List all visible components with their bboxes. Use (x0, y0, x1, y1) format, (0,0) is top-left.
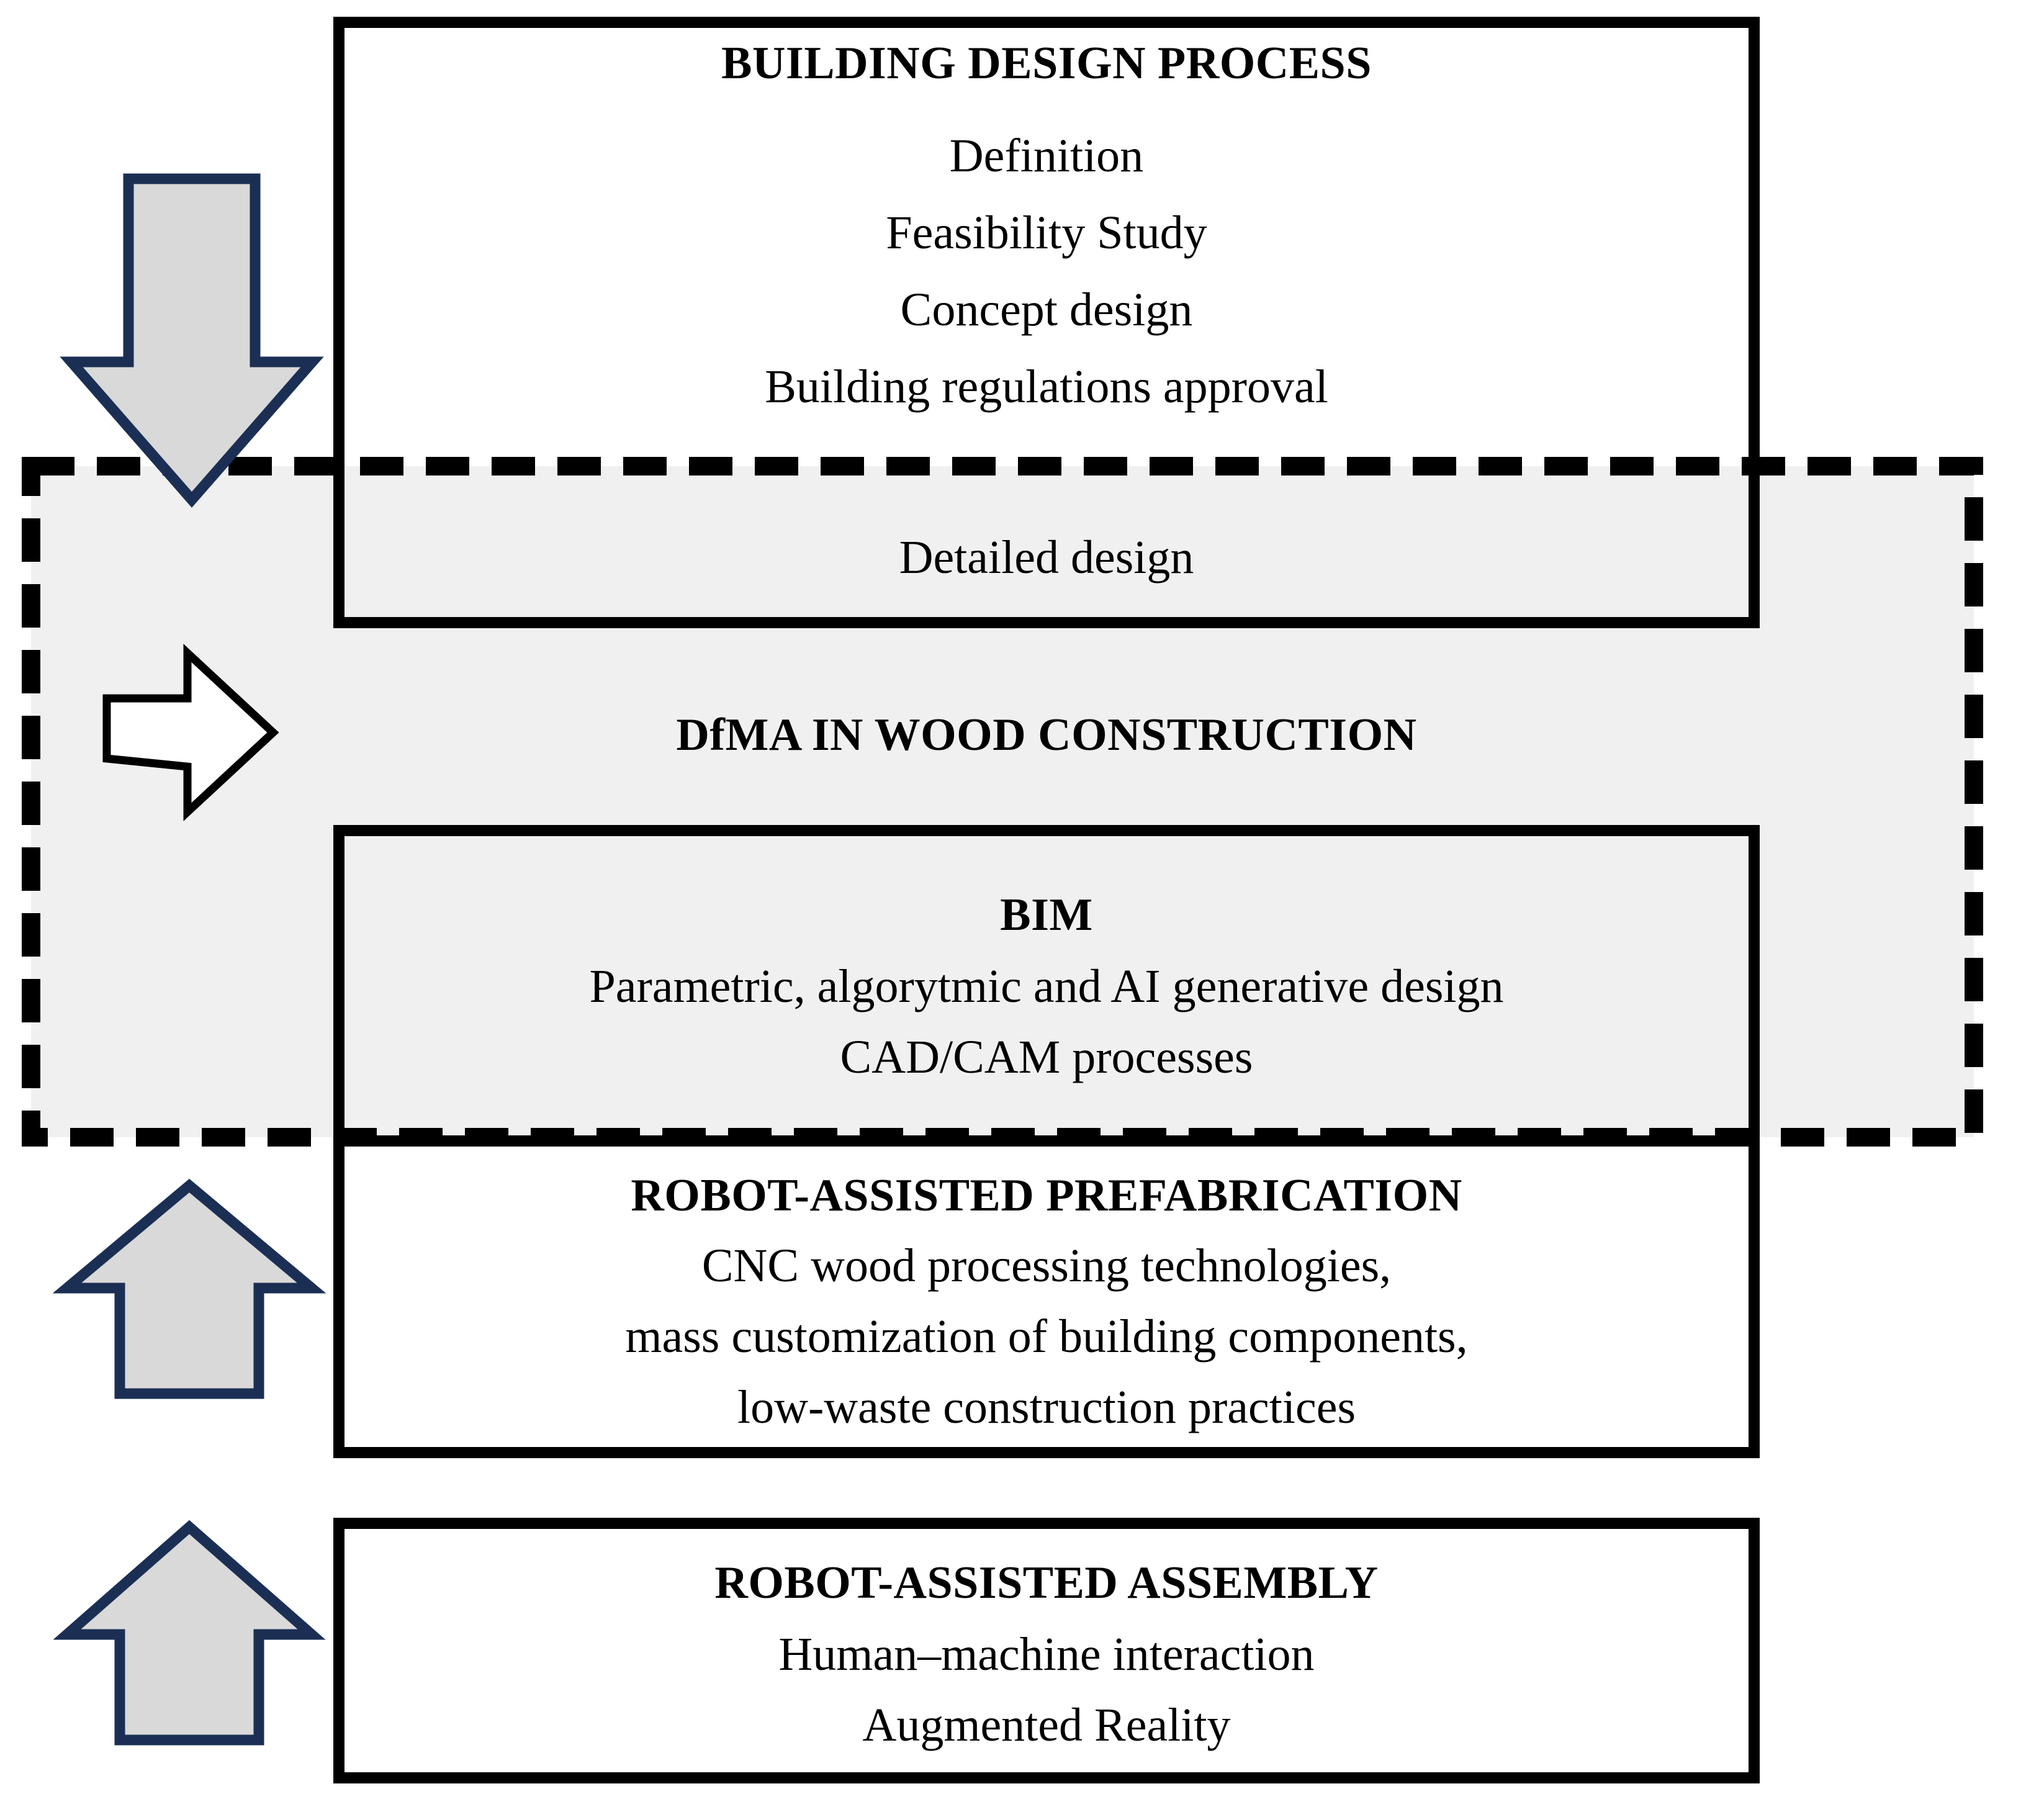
building-design-process-line-3: Concept design (900, 284, 1193, 336)
dfma-dashed-boundary (22, 457, 1983, 1147)
bim-line-1: Parametric, algorytmic and AI generative… (589, 960, 1504, 1012)
arrow-up-assembly (53, 1520, 326, 1746)
robot-assisted-prefabrication-line-3: low-waste construction practices (737, 1381, 1356, 1433)
dfma-band-heading: DfMA IN WOOD CONSTRUCTION (676, 710, 1417, 760)
robot-assisted-assembly-line-1: Human–machine interaction (778, 1628, 1315, 1680)
bim-line-2: CAD/CAM processes (840, 1031, 1253, 1083)
building-design-process-line-2: Feasibility Study (886, 207, 1207, 259)
robot-assisted-prefabrication-heading: ROBOT-ASSISTED PREFABRICATION (631, 1170, 1462, 1221)
building-design-process-box-upper-fill (345, 29, 1748, 466)
arrow-right-dfma (102, 644, 279, 821)
robot-assisted-assembly-heading: ROBOT-ASSISTED ASSEMBLY (714, 1557, 1379, 1608)
robot-assisted-prefabrication-line-1: CNC wood processing technologies, (701, 1240, 1392, 1292)
robot-assisted-assembly-line-2: Augmented Reality (862, 1699, 1231, 1751)
building-design-process-heading: BUILDING DESIGN PROCESS (721, 38, 1372, 89)
building-design-process-box-outline-redraw (333, 17, 1760, 628)
robot-assisted-prefabrication-line-2: mass customization of building component… (625, 1310, 1468, 1363)
robot-assisted-prefabrication-box-fill (339, 1137, 1754, 1454)
robot-assisted-prefabrication-box[interactable] (333, 1135, 1760, 1458)
arrow-up-prefabrication (52, 1178, 326, 1399)
arrow-down-design (60, 173, 324, 508)
bim-heading: BIM (1000, 890, 1093, 940)
building-design-process-line-4: Building regulations approval (765, 361, 1328, 413)
detailed-design-label: Detailed design (899, 531, 1194, 584)
robot-assisted-assembly-box[interactable] (333, 1518, 1760, 1783)
dfma-highlight-band-fill (31, 466, 1974, 1137)
building-design-process-line-1: Definition (949, 130, 1144, 182)
